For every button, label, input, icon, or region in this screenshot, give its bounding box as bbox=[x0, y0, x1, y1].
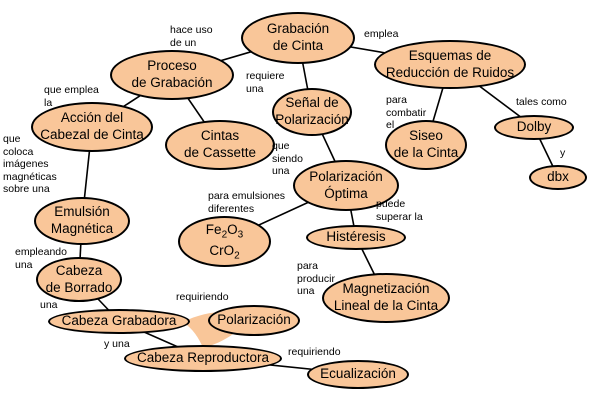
link-y: y bbox=[560, 147, 566, 159]
node-grabacion-cinta: Grabación de Cinta bbox=[241, 12, 355, 64]
node-polarizacion-optima: Polarización Óptima bbox=[293, 160, 399, 211]
node-cintas-cassette: Cintas de Cassette bbox=[165, 120, 275, 170]
node-siseo-cinta: Siseo de la Cinta bbox=[385, 120, 467, 170]
node-histeresis: Histéresis bbox=[306, 225, 406, 250]
node-fe2o3-cro2: Fe2O3 CrO2 bbox=[178, 216, 271, 267]
link-requiriendo-1: requiriendo bbox=[176, 291, 229, 303]
node-proceso-grabacion: Proceso de Grabación bbox=[110, 50, 234, 100]
node-dbx: dbx bbox=[529, 165, 587, 190]
cro2-formula: CrO2 bbox=[209, 242, 240, 262]
node-esquemas-reduccion-ruidos: Esquemas de Reducción de Ruidos bbox=[374, 40, 526, 89]
link-una: una bbox=[40, 299, 58, 311]
link-para-emulsiones: para emulsiones diferentes bbox=[208, 190, 286, 215]
node-cabeza-grabadora: Cabeza Grabadora bbox=[48, 309, 190, 334]
link-requiriendo-2: requiriendo bbox=[288, 346, 341, 358]
node-cabeza-borrado: Cabeza de Borrado bbox=[36, 257, 122, 302]
link-para-combatir: para combatir el bbox=[386, 94, 427, 132]
node-magnetizacion-lineal: Magnetización Lineal de la Cinta bbox=[322, 273, 450, 323]
link-emplea: emplea bbox=[364, 28, 399, 40]
link-y-una: y una bbox=[104, 338, 130, 350]
link-empleando: empleando una bbox=[15, 246, 67, 271]
link-que-siendo: que siendo una bbox=[272, 140, 303, 178]
node-polarizacion: Polarización bbox=[208, 305, 300, 336]
link-para-producir: para producir una bbox=[297, 260, 335, 298]
link-que-emplea: que emplea la bbox=[44, 84, 99, 109]
node-dolby: Dolby bbox=[494, 115, 574, 140]
node-senal-polarizacion: Señal de Polarización bbox=[272, 88, 352, 136]
node-ecualizacion: Ecualización bbox=[307, 360, 409, 389]
fe2o3-formula: Fe2O3 bbox=[205, 221, 244, 241]
node-accion-cabezal: Acción del Cabezal de Cinta bbox=[31, 102, 153, 152]
link-tales-como: tales como bbox=[516, 96, 567, 108]
node-emulsion-magnetica: Emulsión Magnética bbox=[34, 197, 130, 245]
link-puede-superar: puede superar la bbox=[376, 198, 423, 223]
node-cabeza-reproductora: Cabeza Reproductora bbox=[124, 345, 282, 372]
link-que-coloca: que coloca imágenes magnéticas sobre una bbox=[3, 133, 57, 196]
link-hace-uso: hace uso de un bbox=[170, 24, 213, 49]
link-requiere: requiere una bbox=[246, 70, 285, 95]
